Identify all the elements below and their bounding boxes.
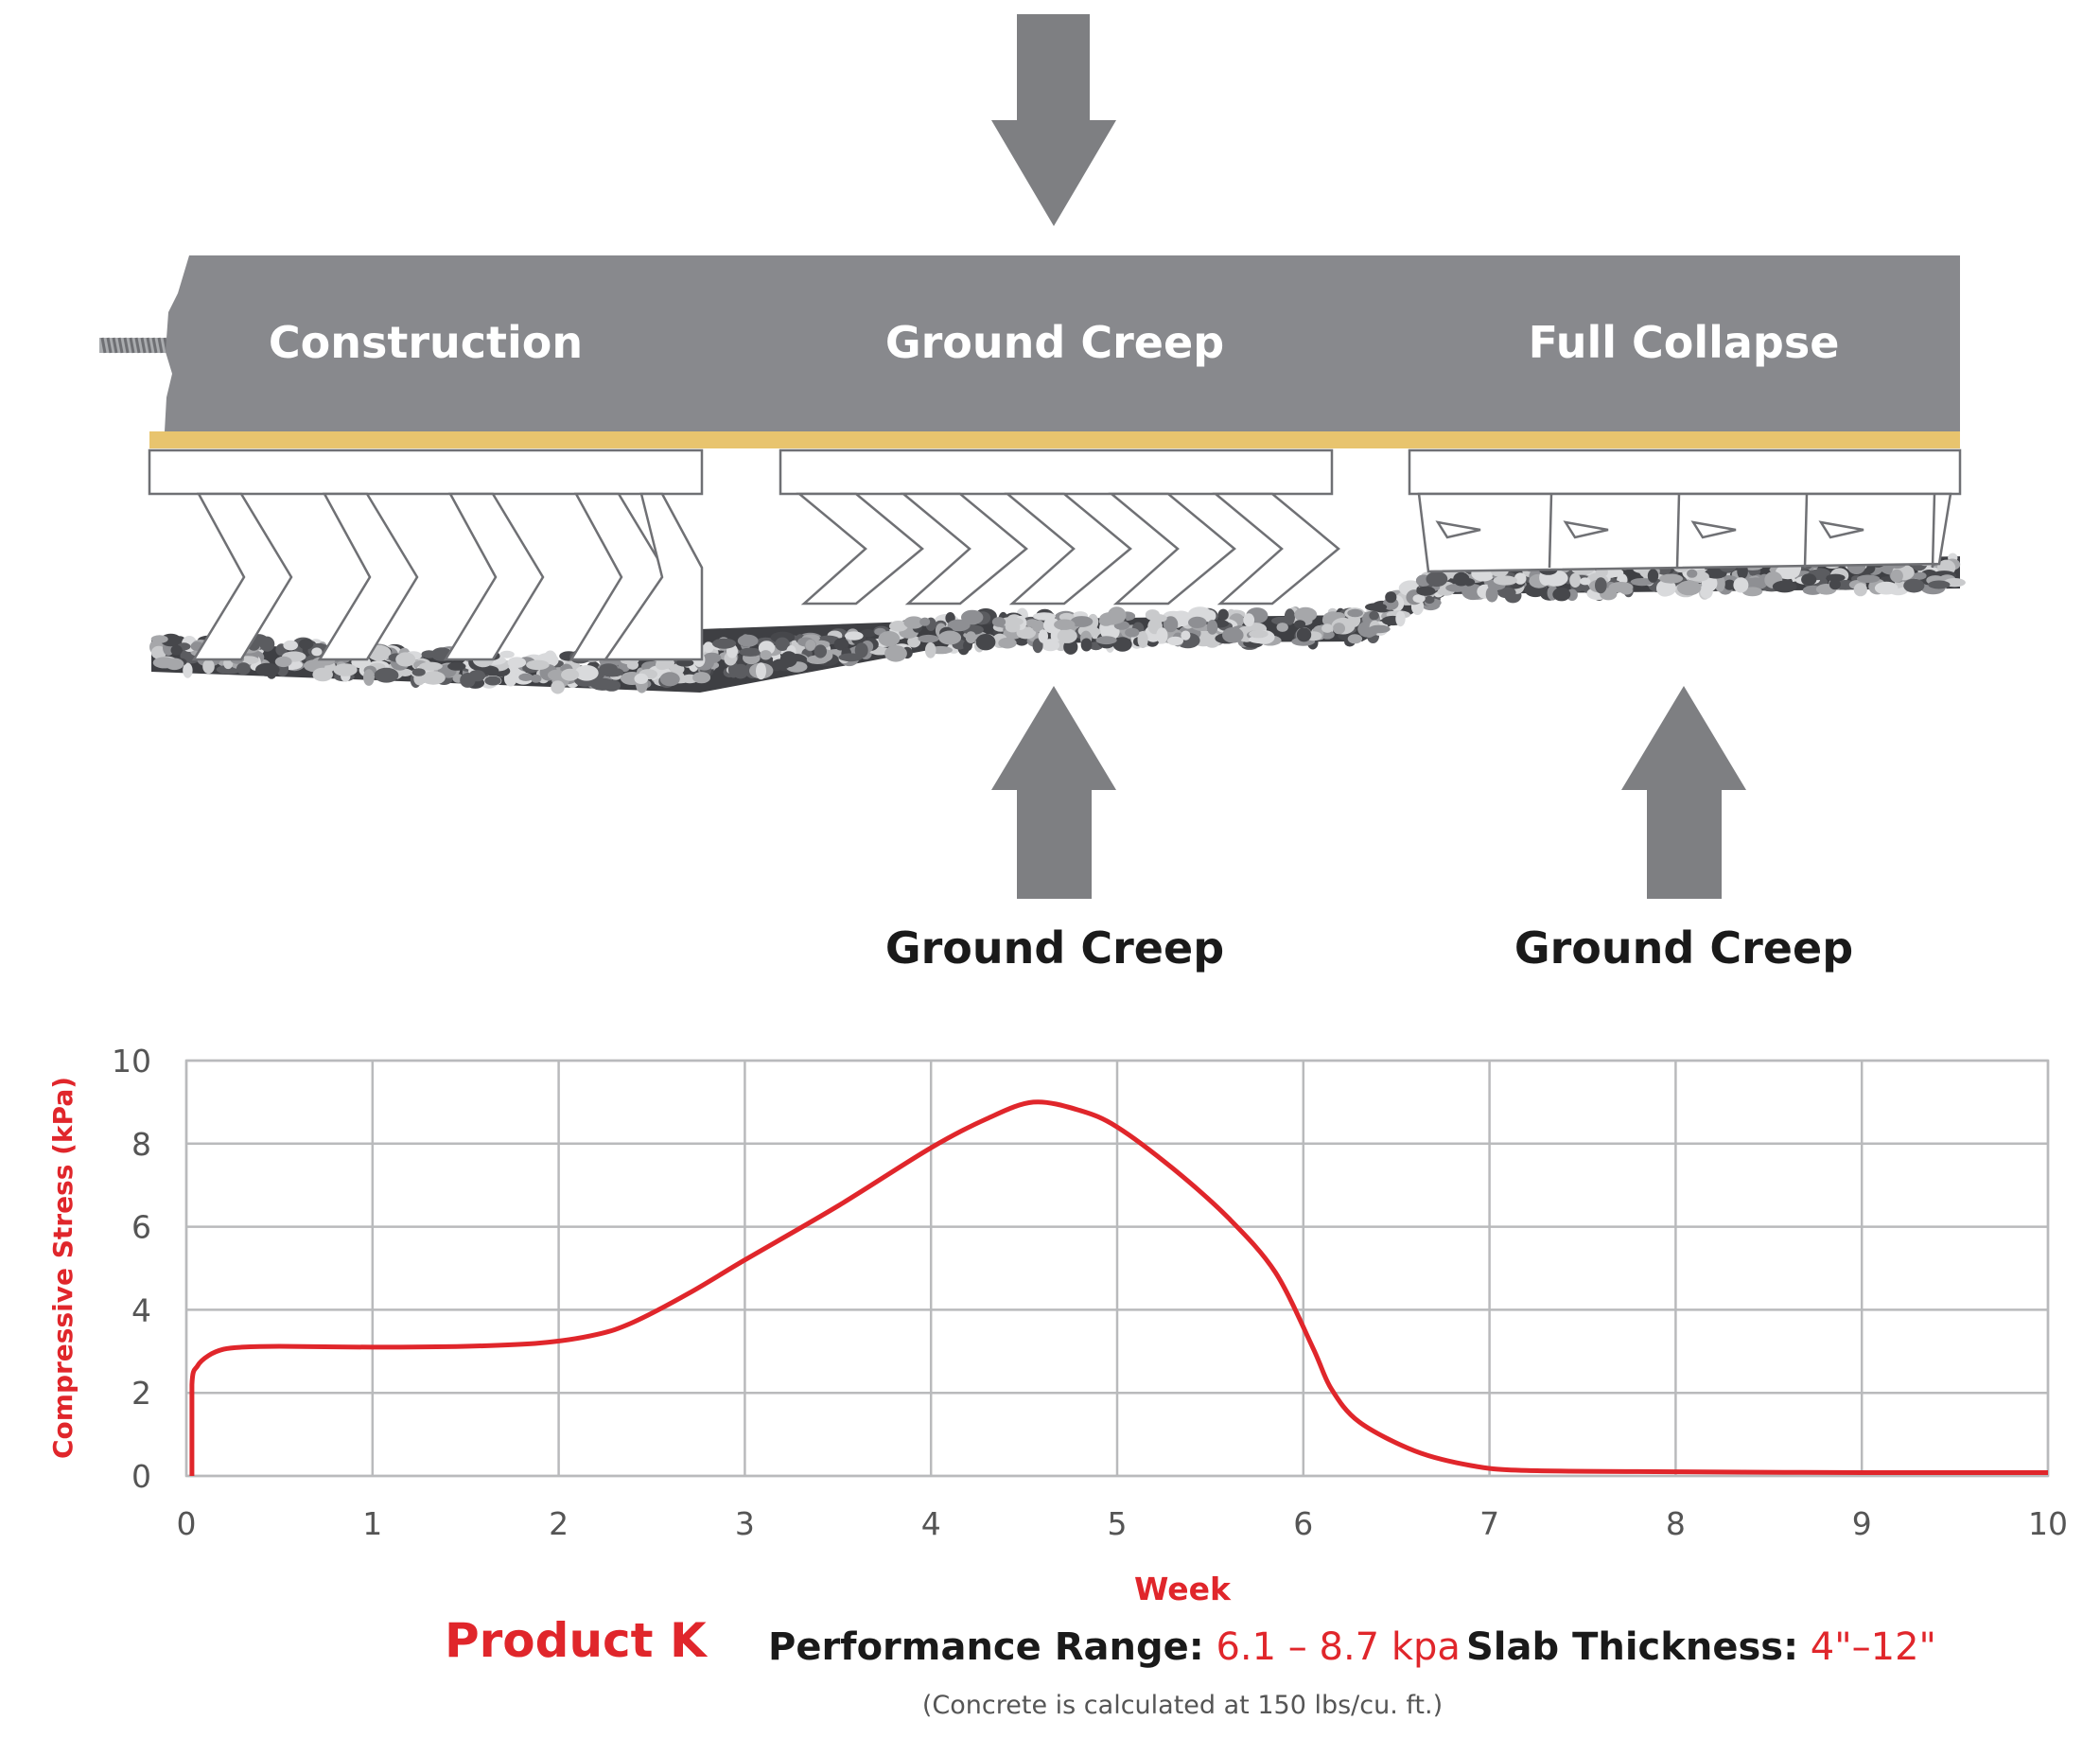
y-tick-label: 4 <box>131 1291 151 1328</box>
x-tick-label: 2 <box>549 1505 569 1542</box>
series-line <box>189 1099 2049 1476</box>
up-arrow-icon <box>991 686 1116 899</box>
up-arrow-label: Ground Creep <box>1514 922 1854 974</box>
performance-range-value: 6.1 – 8.7 kpa <box>1216 1625 1461 1669</box>
x-tick-label: 8 <box>1666 1505 1686 1542</box>
x-tick-label: 5 <box>1108 1505 1128 1542</box>
x-axis-label: Week <box>1134 1571 1232 1607</box>
up-arrow-label: Ground Creep <box>884 922 1225 974</box>
down-arrow-icon <box>991 14 1116 226</box>
foam-panel-ground-creep <box>779 448 1340 606</box>
slab-thickness-value: 4"–12" <box>1810 1625 1936 1669</box>
chart-grid <box>184 1059 2050 1478</box>
y-tick-label: 0 <box>131 1458 151 1495</box>
y-tick-label: 8 <box>131 1126 151 1163</box>
x-tick-label: 6 <box>1293 1505 1313 1542</box>
stage-label-full-collapse: Full Collapse <box>1528 317 1840 368</box>
x-tick-label: 0 <box>177 1505 197 1542</box>
y-tick-label: 2 <box>131 1375 151 1412</box>
y-tick-labels: 0 2 4 6 8 10 <box>112 1043 151 1495</box>
x-tick-label: 7 <box>1479 1505 1499 1542</box>
performance-range-label: Performance Range: <box>768 1625 1204 1669</box>
foam-band <box>149 431 1960 448</box>
y-tick-label: 6 <box>131 1209 151 1246</box>
concrete-note: (Concrete is calculated at 150 lbs/cu. f… <box>921 1691 1444 1720</box>
x-tick-label: 10 <box>2028 1505 2068 1542</box>
x-tick-labels: 0 1 2 3 4 5 6 7 8 9 10 <box>177 1505 2069 1542</box>
performance-range: Performance Range: 6.1 – 8.7 kpa <box>768 1625 1461 1669</box>
slab-thickness: Slab Thickness: 4"–12" <box>1466 1625 1936 1669</box>
x-tick-label: 1 <box>362 1505 382 1542</box>
stage-label-construction: Construction <box>268 317 584 368</box>
foam-panel-full-collapse <box>1408 448 1962 573</box>
x-tick-label: 9 <box>1852 1505 1872 1542</box>
rebar-icon <box>99 337 175 354</box>
y-axis-label: Compressive Stress (kPa) <box>47 1077 79 1459</box>
slab-thickness-label: Slab Thickness: <box>1466 1625 1799 1669</box>
x-tick-label: 3 <box>735 1505 755 1542</box>
y-tick-label: 10 <box>112 1043 151 1080</box>
foam-panel-construction <box>148 448 704 661</box>
x-tick-label: 4 <box>921 1505 941 1542</box>
stage-label-ground-creep: Ground Creep <box>884 317 1225 368</box>
up-arrow-icon <box>1621 686 1746 899</box>
chart: 0 1 2 3 4 5 6 7 8 9 10 0 2 4 6 8 10 Week Compressive St… <box>47 1043 2068 1607</box>
concrete-slab <box>165 255 1960 431</box>
product-name: Product K <box>445 1613 707 1668</box>
